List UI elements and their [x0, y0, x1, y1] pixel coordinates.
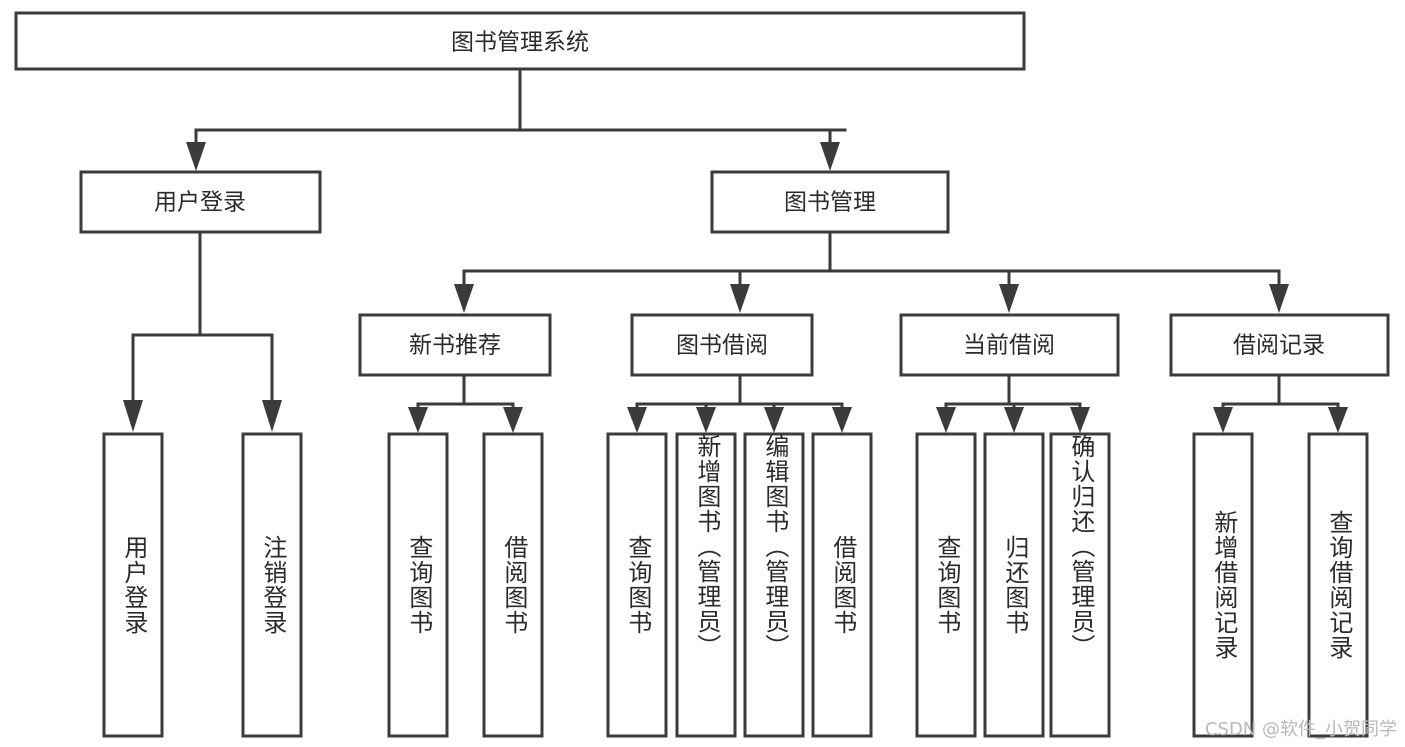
connector-currentborrow-to-leaves: [936, 373, 1090, 433]
leaf-box-query-book-2[interactable]: [606, 432, 668, 738]
leaf-box-query-book-3[interactable]: [915, 432, 977, 738]
csdn-watermark: CSDN @软件_小贺同学: [1204, 719, 1397, 740]
node-label-root: 图书管理系统: [451, 30, 589, 56]
connector-newbook-to-leaves: [408, 373, 523, 433]
connector-root-to-level2: [186, 67, 847, 171]
node-user-login-box[interactable]: 用户登录: [79, 170, 322, 234]
leaf-box-add-book-admin[interactable]: [675, 432, 737, 738]
connector-bookmanage-to-level3: [454, 230, 1289, 313]
connector-bookborrow-to-leaves: [627, 373, 852, 433]
node-new-book-recommend-box[interactable]: 新书推荐: [358, 313, 552, 377]
leaf-box-add-borrow-record[interactable]: [1192, 432, 1254, 738]
connector-borrowrecord-to-leaves: [1213, 373, 1348, 433]
leaf-box-query-borrow-record[interactable]: [1307, 432, 1369, 738]
node-book-manage-box[interactable]: 图书管理: [710, 170, 950, 234]
node-label-current-borrow: 当前借阅: [963, 333, 1055, 359]
leaf-box-borrow-book-1[interactable]: [482, 432, 544, 738]
leaf-box-logout-login[interactable]: [241, 432, 303, 738]
node-root-title-box[interactable]: 图书管理系统: [14, 11, 1026, 71]
node-book-borrow-box[interactable]: 图书借阅: [630, 313, 814, 377]
leaf-box-user-login[interactable]: [102, 432, 164, 738]
node-label-new-book-recommend: 新书推荐: [409, 333, 501, 359]
node-label-user-login: 用户登录: [154, 190, 246, 216]
node-label-book-borrow: 图书借阅: [676, 333, 768, 359]
leaf-box-edit-book-admin[interactable]: [743, 432, 805, 738]
node-label-borrow-record: 借阅记录: [1233, 333, 1325, 359]
node-label-book-manage: 图书管理: [784, 190, 876, 216]
leaf-box-query-book-1[interactable]: [387, 432, 449, 738]
connector-userlogin-to-leaves: [123, 230, 282, 432]
leaf-box-return-book[interactable]: [983, 432, 1045, 738]
leaf-box-confirm-return-admin[interactable]: [1049, 432, 1111, 738]
node-current-borrow-box[interactable]: 当前借阅: [899, 313, 1120, 377]
leaf-box-borrow-book-2[interactable]: [811, 432, 873, 738]
node-borrow-record-box[interactable]: 借阅记录: [1169, 313, 1390, 377]
